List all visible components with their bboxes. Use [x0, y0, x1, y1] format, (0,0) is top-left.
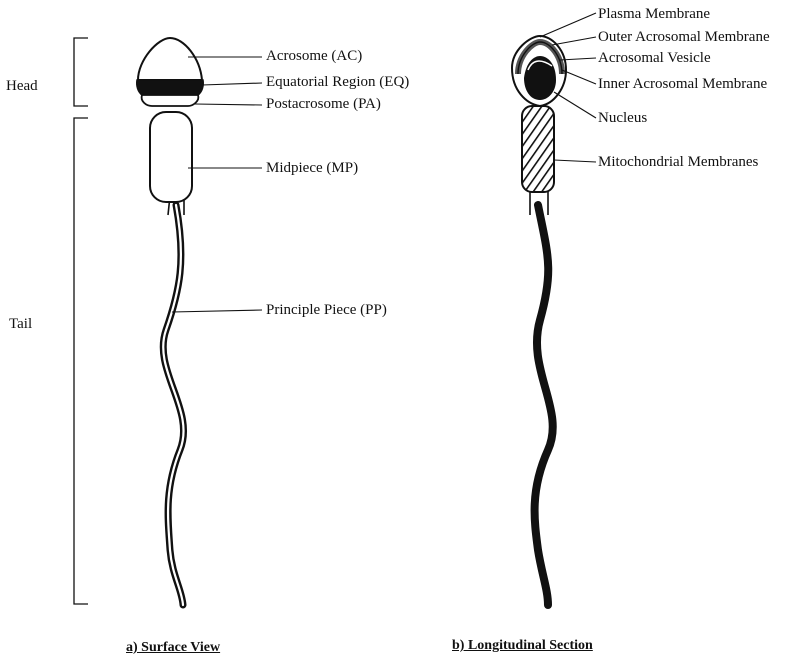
principle-piece-label: Principle Piece (PP) — [266, 302, 387, 319]
head-bracket — [74, 38, 88, 106]
equatorial-region-label: Equatorial Region (EQ) — [266, 74, 409, 91]
surface-midpiece — [150, 112, 192, 202]
longitudinal-section-caption: b) Longitudinal Section — [452, 638, 593, 654]
inner-acrosomal-membrane-label: Inner Acrosomal Membrane — [598, 76, 767, 93]
section-midpiece — [522, 106, 554, 192]
nucleus-label: Nucleus — [598, 110, 647, 127]
surface-postacrosome — [142, 95, 199, 106]
head-label: Head — [6, 78, 38, 95]
section-sperm — [512, 36, 566, 605]
acrosomal-vesicle-label: Acrosomal Vesicle — [598, 50, 711, 67]
tail-label: Tail — [9, 316, 32, 333]
surface-view-caption: a) Surface View — [126, 640, 220, 656]
surface-sperm — [137, 38, 204, 605]
surface-acrosome — [138, 38, 202, 80]
tail-bracket — [74, 118, 88, 604]
acrosome-label: Acrosome (AC) — [266, 48, 362, 65]
section-tail — [535, 205, 553, 605]
midpiece-label: Midpiece (MP) — [266, 160, 358, 177]
surface-equatorial — [137, 80, 204, 95]
outer-acrosomal-membrane-label: Outer Acrosomal Membrane — [598, 29, 770, 46]
plasma-membrane-label: Plasma Membrane — [598, 6, 710, 23]
postacrosome-label: Postacrosome (PA) — [266, 96, 381, 113]
mitochondrial-membranes-label: Mitochondrial Membranes — [598, 154, 758, 171]
